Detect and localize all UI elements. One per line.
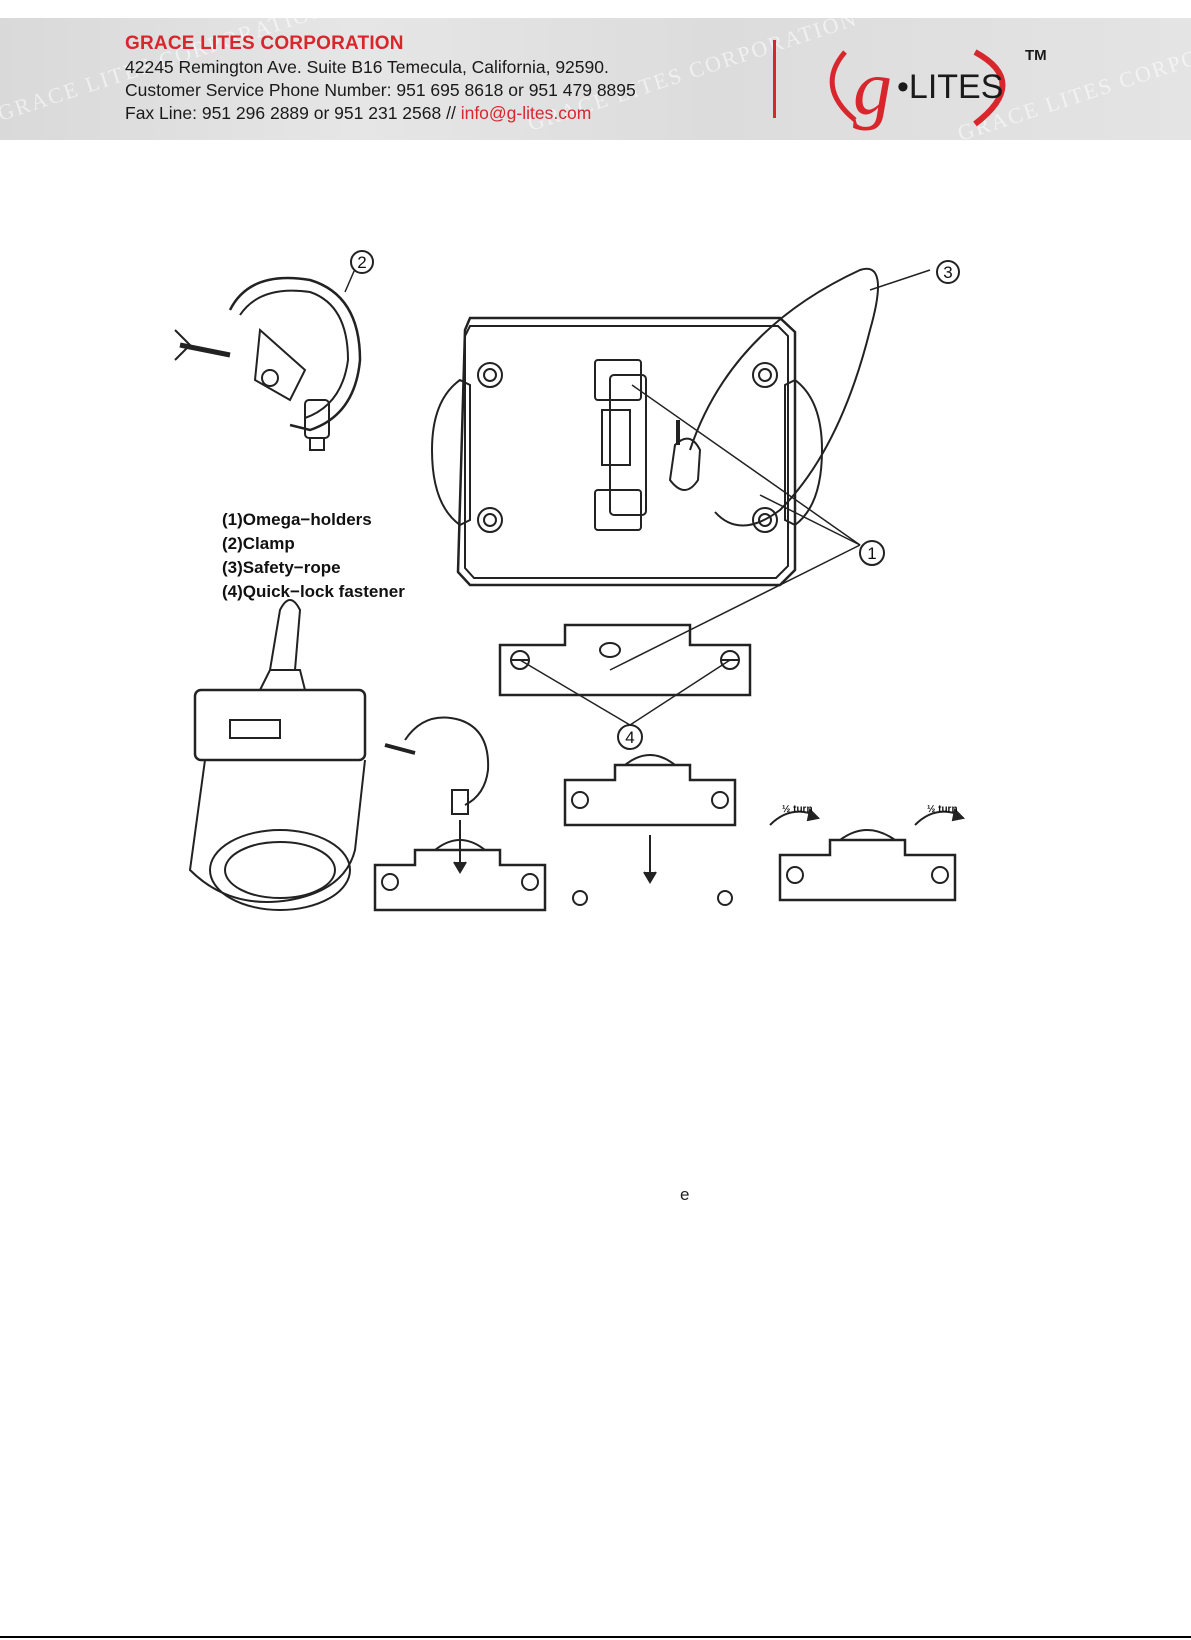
turn-label-left: ½ turn	[782, 804, 813, 815]
safety-rope-loop	[689, 267, 879, 527]
legend-clamp: (2)Clamp	[222, 534, 295, 553]
callout-1: 1	[867, 544, 876, 563]
omega-holder-illustration	[498, 623, 752, 697]
company-info: GRACE LITES CORPORATION 42245 Remington …	[125, 32, 636, 125]
company-fax: Fax Line: 951 296 2889 or 951 231 2568 /…	[125, 103, 456, 123]
stray-character: e	[680, 1185, 690, 1204]
parts-legend: (1)Omega−holders (2)Clamp (3)Safety−rope…	[222, 510, 405, 601]
legend-safety-rope: (3)Safety−rope	[222, 558, 341, 577]
logo-left-arc	[829, 50, 857, 122]
letterhead-banner: GRACE LITES CORPORATION GRACE LITES CORP…	[0, 18, 1191, 140]
callout-markers: 2 3 1 4	[350, 250, 960, 750]
logo-trademark: TM	[1025, 47, 1047, 64]
fastener-step	[563, 754, 737, 906]
logo-mark: g	[853, 44, 892, 131]
turn-label-right: ½ turn	[927, 804, 958, 815]
callout-3: 3	[943, 263, 952, 282]
bottom-rule	[0, 1636, 1191, 1638]
company-address: 42245 Remington Ave. Suite B16 Temecula,…	[125, 57, 609, 77]
logo-text: •LITES	[897, 68, 1003, 106]
legend-quick-lock-fastener: (4)Quick−lock fastener	[222, 582, 405, 601]
fixture-base-top-view	[430, 316, 824, 587]
leader-lines	[344, 261, 931, 726]
legend-omega-holders: (1)Omega−holders	[222, 510, 372, 529]
company-name: GRACE LITES CORPORATION	[125, 33, 404, 54]
callout-4: 4	[625, 728, 634, 747]
quarter-turn-step	[769, 807, 966, 902]
callout-2: 2	[357, 253, 366, 272]
fixture-side-view	[188, 599, 367, 911]
header-divider	[773, 40, 776, 118]
g-lites-logo: g •LITES TM	[829, 44, 1047, 131]
mounting-diagram: 2 3 1 4 (1)Omega−holders (2)Clamp (3)Saf…	[174, 250, 966, 912]
clamp-illustration	[174, 276, 362, 451]
clamp-on-omega-step	[373, 716, 547, 912]
company-phone: Customer Service Phone Number: 951 695 8…	[125, 80, 636, 100]
company-email: info@g-lites.com	[460, 103, 592, 123]
logo-right-arc	[973, 49, 1006, 127]
company-fax-line: Fax Line: 951 296 2889 or 951 231 2568 /…	[125, 102, 636, 125]
